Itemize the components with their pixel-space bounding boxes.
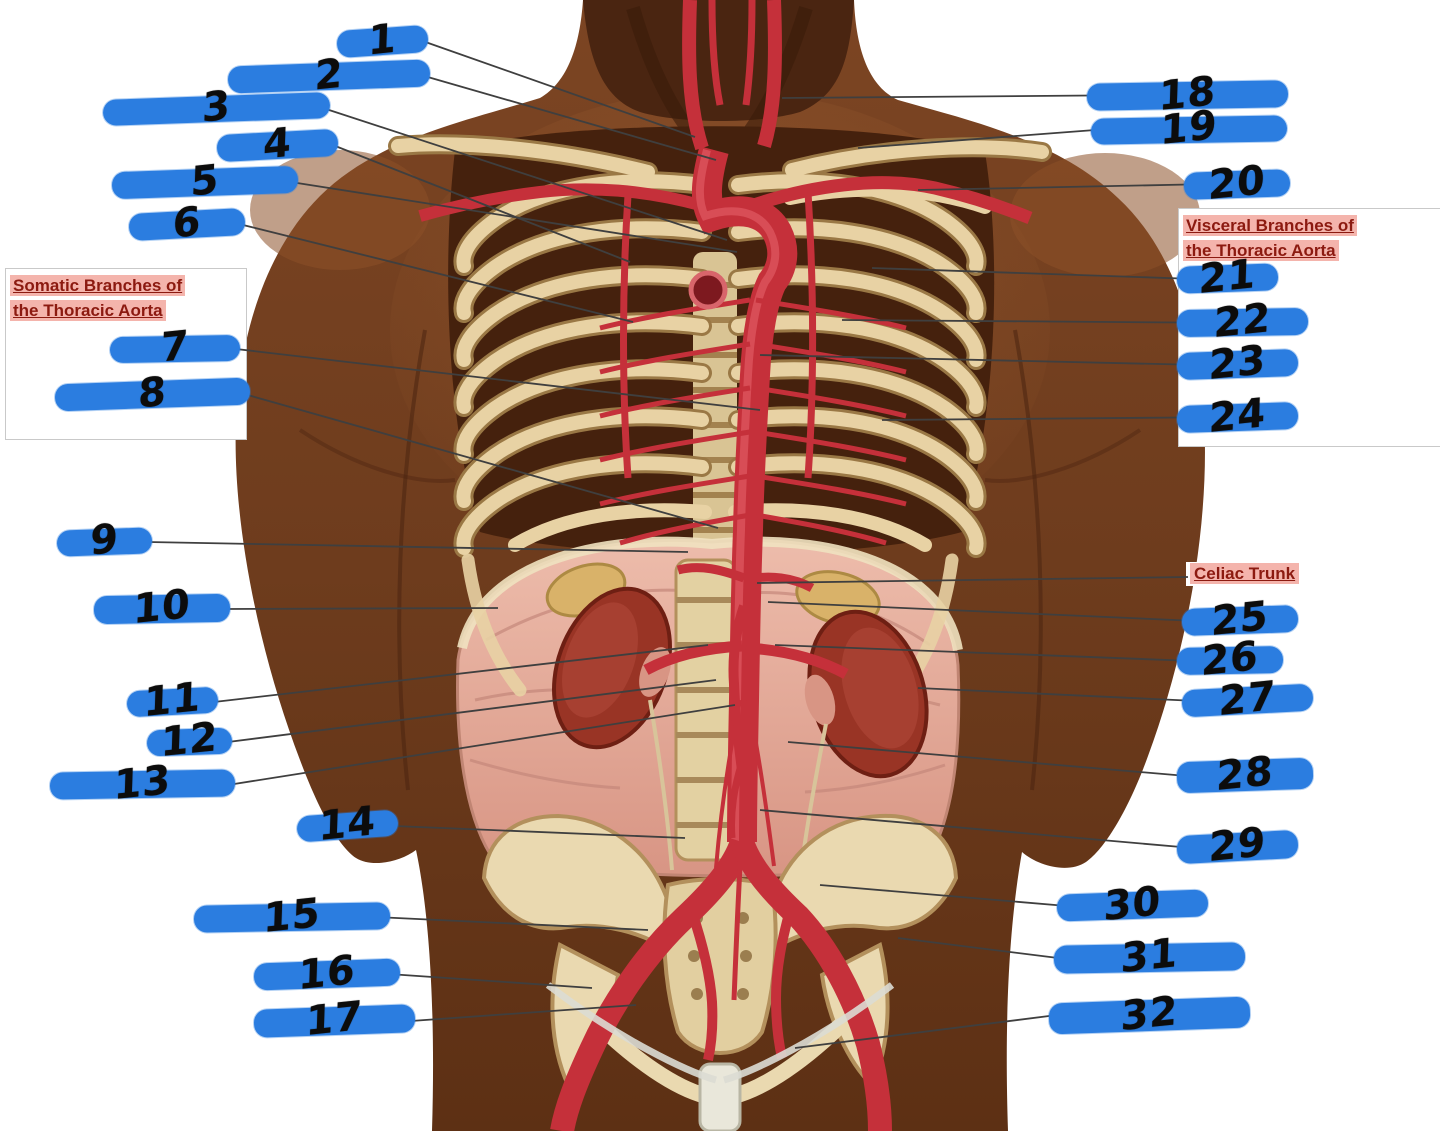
handwritten-number: 30 xyxy=(1103,877,1162,930)
handwritten-number: 32 xyxy=(1120,987,1179,1040)
handwritten-number: 17 xyxy=(305,992,364,1046)
highlight-marker-20: 20 xyxy=(1183,156,1291,209)
handwritten-number: 24 xyxy=(1208,389,1267,442)
highlight-marker-32: 32 xyxy=(1048,987,1251,1040)
highlight-marker-29: 29 xyxy=(1176,819,1299,871)
handwritten-number: 13 xyxy=(113,756,172,809)
handwritten-number: 15 xyxy=(262,889,322,942)
highlight-marker-11: 11 xyxy=(126,674,219,726)
handwritten-number: 16 xyxy=(297,946,357,999)
highlight-marker-12: 12 xyxy=(146,714,233,766)
highlight-marker-7: 7 xyxy=(109,322,241,372)
highlight-marker-21: 21 xyxy=(1176,250,1279,303)
highlight-marker-17: 17 xyxy=(253,993,416,1045)
highlight-marker-31: 31 xyxy=(1053,930,1246,982)
celiac-trunk-label: Celiac Trunk xyxy=(1186,562,1440,586)
handwritten-number: 9 xyxy=(89,515,120,565)
handwritten-number: 14 xyxy=(318,797,377,851)
highlight-marker-10: 10 xyxy=(93,581,231,633)
handwritten-number: 29 xyxy=(1208,818,1267,872)
handwritten-number: 21 xyxy=(1198,250,1257,303)
highlight-marker-14: 14 xyxy=(296,798,399,850)
visceral-title-line1: Visceral Branches of xyxy=(1183,215,1357,236)
highlight-marker-3: 3 xyxy=(102,82,331,132)
handwritten-number: 10 xyxy=(132,580,192,634)
highlight-marker-15: 15 xyxy=(193,889,391,942)
highlight-marker-23: 23 xyxy=(1176,336,1299,389)
celiac-trunk-text: Celiac Trunk xyxy=(1190,563,1300,584)
highlight-marker-5: 5 xyxy=(111,156,299,205)
handwritten-number: 31 xyxy=(1120,929,1179,983)
highlight-marker-16: 16 xyxy=(253,946,401,999)
handwritten-number: 8 xyxy=(137,367,168,418)
highlight-marker-6: 6 xyxy=(128,198,246,247)
highlight-marker-28: 28 xyxy=(1176,747,1314,800)
highlight-marker-8: 8 xyxy=(54,368,251,417)
highlight-marker-30: 30 xyxy=(1056,877,1209,930)
highlight-marker-13: 13 xyxy=(49,756,236,809)
highlight-marker-25: 25 xyxy=(1181,592,1299,645)
highlight-marker-27: 27 xyxy=(1181,672,1314,725)
somatic-title-line2: the Thoracic Aorta xyxy=(10,299,166,321)
highlight-marker-24: 24 xyxy=(1176,389,1299,442)
somatic-title-line1: Somatic Branches of xyxy=(10,275,186,296)
handwritten-number: 20 xyxy=(1207,156,1267,209)
highlight-marker-9: 9 xyxy=(56,515,153,565)
visceral-branches-panel: Visceral Branches of the Thoracic Aorta xyxy=(1178,208,1440,447)
highlight-marker-26: 26 xyxy=(1176,632,1284,685)
handwritten-number: 28 xyxy=(1215,747,1275,800)
highlight-marker-22: 22 xyxy=(1176,294,1309,347)
visceral-branches-title: Visceral Branches of the Thoracic Aorta xyxy=(1179,209,1440,268)
highlight-marker-19: 19 xyxy=(1090,102,1288,154)
ascending-aorta-opening xyxy=(688,270,728,310)
somatic-branches-title: Somatic Branches of the Thoracic Aorta xyxy=(6,269,246,328)
visceral-title-line2: the Thoracic Aorta xyxy=(1183,239,1339,261)
